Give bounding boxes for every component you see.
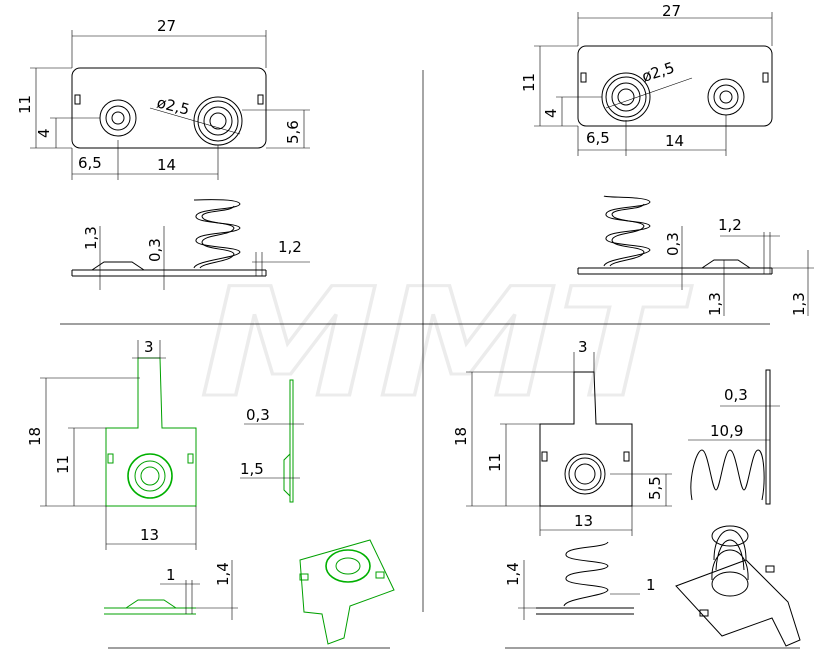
dim-1-3-b: 1,3 bbox=[790, 292, 808, 316]
dim-0-3: 0,3 bbox=[664, 232, 682, 256]
dim-13: 13 bbox=[574, 512, 593, 530]
dim-0-3: 0,3 bbox=[146, 238, 164, 262]
spring-side bbox=[193, 199, 241, 269]
iso-contact bbox=[299, 539, 395, 645]
top-left-side-view bbox=[71, 199, 310, 290]
contact-outline bbox=[105, 357, 197, 507]
dim-6-5: 6,5 bbox=[586, 129, 610, 147]
dim-height: 11 bbox=[16, 95, 34, 114]
dim-4: 4 bbox=[542, 108, 560, 118]
dim-14: 14 bbox=[157, 156, 176, 174]
dim-18: 18 bbox=[452, 427, 470, 446]
dim-0-3: 0,3 bbox=[724, 386, 748, 404]
dim-hole: ø2,5 bbox=[155, 93, 191, 118]
dim-5-6: 5,6 bbox=[284, 120, 302, 144]
bottom-right-contact-view bbox=[466, 352, 801, 647]
plate-tab bbox=[74, 94, 81, 105]
spring-coil-outer bbox=[193, 96, 243, 146]
spring-coil-mid bbox=[197, 100, 239, 142]
iso-contact bbox=[675, 559, 801, 647]
dim-0-3: 0,3 bbox=[246, 406, 270, 424]
dim-4: 4 bbox=[35, 128, 53, 138]
dim-1-4: 1,4 bbox=[214, 562, 232, 586]
dim-height: 11 bbox=[520, 73, 538, 92]
plate-outline bbox=[71, 67, 267, 149]
plate-tab bbox=[257, 94, 264, 105]
dim-1-3-a: 1,3 bbox=[706, 292, 724, 316]
top-left-plate-view bbox=[30, 30, 310, 180]
dim-5-5: 5,5 bbox=[646, 476, 664, 500]
dim-1-2: 1,2 bbox=[278, 238, 302, 256]
dim-1: 1 bbox=[646, 576, 656, 594]
dim-1-2: 1,2 bbox=[718, 216, 742, 234]
dim-6-5: 6,5 bbox=[78, 154, 102, 172]
dim-3: 3 bbox=[144, 338, 154, 356]
dim-width: 27 bbox=[662, 2, 681, 20]
dim-hole: ø2,5 bbox=[640, 58, 677, 85]
top-right-plate-view bbox=[534, 12, 773, 156]
dim-1: 1 bbox=[166, 566, 176, 584]
plate-outline bbox=[577, 45, 773, 127]
dim-14: 14 bbox=[665, 132, 684, 150]
dim-11: 11 bbox=[486, 453, 504, 472]
spring-side bbox=[603, 195, 651, 267]
rivet-outer bbox=[99, 99, 137, 137]
spring-side-bottom bbox=[563, 541, 609, 607]
dim-1-4: 1,4 bbox=[504, 562, 522, 586]
dim-width: 27 bbox=[157, 17, 176, 35]
bottom-left-contact-view bbox=[40, 340, 395, 645]
dim-18: 18 bbox=[26, 427, 44, 446]
dim-10-9: 10,9 bbox=[710, 422, 743, 440]
spring-coil-core bbox=[209, 112, 227, 130]
rivet-inner bbox=[111, 111, 125, 125]
spring-coil-inner bbox=[203, 106, 233, 136]
rivet-mid bbox=[105, 105, 131, 131]
dim-11: 11 bbox=[54, 455, 72, 474]
spring-side bbox=[690, 449, 765, 501]
top-right-side-view bbox=[577, 195, 814, 316]
dim-1-3: 1,3 bbox=[82, 226, 100, 250]
dim-13: 13 bbox=[140, 526, 159, 544]
watermark-text: MMT bbox=[200, 257, 693, 431]
dim-3: 3 bbox=[578, 338, 588, 356]
dim-1-5: 1,5 bbox=[240, 460, 264, 478]
